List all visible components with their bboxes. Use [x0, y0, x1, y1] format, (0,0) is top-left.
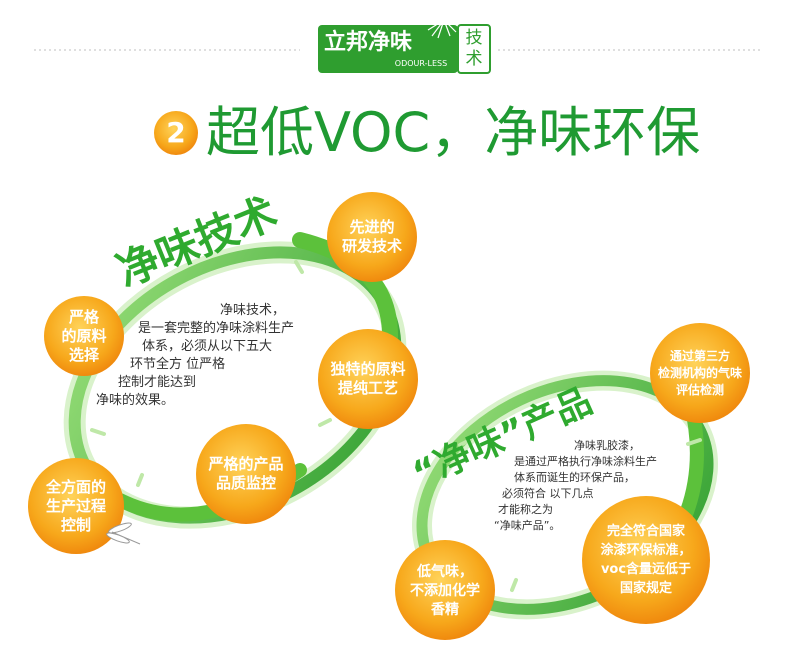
bubble-line: 控制 — [60, 515, 91, 534]
ring-ticks-2 — [458, 438, 702, 592]
para1-line: 净味的效果。 — [96, 393, 175, 408]
para1-line: 体系，必须从以下五大 — [142, 339, 273, 354]
bubble-line: 严格 — [68, 307, 99, 326]
section1-paragraph: 净味技术， 是一套完整的净味涂料生产 体系，必须从以下五大 环节全方 位严格 控… — [90, 302, 350, 412]
dandelion-icon — [427, 19, 457, 39]
bubble-quality — [196, 424, 296, 524]
brand-tag: 技术 — [465, 28, 483, 69]
bubble-third-party-label: 通过第三方 检测机构的气味 评估检测 — [652, 342, 748, 404]
bubble-line: 提纯工艺 — [337, 379, 398, 397]
bubble-rnd-label: 先进的 研发技术 — [330, 205, 414, 269]
bubble-line: 涂漆环保标准， — [600, 543, 692, 558]
para2-line: 是通过严格执行净味涂料生产 — [514, 455, 657, 468]
bubble-line: 严格的产品 — [208, 455, 284, 473]
bubble-line: 研发技术 — [341, 237, 402, 255]
headline-text: 超低VOC，净味环保 — [206, 101, 701, 164]
bubble-third-party — [650, 323, 750, 423]
logo-tag-plate — [457, 24, 491, 74]
bubble-production — [28, 458, 124, 554]
bubble-line: 低气味， — [417, 563, 473, 580]
para1-line: 控制才能达到 — [118, 375, 197, 390]
bubble-line: 评估检测 — [675, 382, 724, 397]
para2-line: 净味乳胶漆， — [574, 439, 640, 452]
number-badge — [154, 111, 198, 155]
bubble-rnd — [327, 192, 417, 282]
bubble-line: 先进的 — [349, 218, 395, 236]
bubble-line: 的原料 — [61, 326, 107, 345]
dragonfly-icon — [106, 522, 141, 545]
logo-plate — [318, 25, 458, 73]
bubble-line: 全方面的 — [45, 477, 106, 496]
bubble-purification — [318, 329, 418, 429]
para2-line: “净味产品”。 — [494, 519, 561, 532]
para2-line: 体系而诞生的环保产品， — [514, 471, 635, 484]
bubble-line: 不添加化学 — [410, 582, 480, 599]
bubble-low-odor-label: 低气味， 不添加化学 香精 — [400, 560, 490, 622]
bubble-standard-label: 完全符合国家 涂漆环保标准， voc含量远低于 国家规定 — [586, 520, 706, 600]
bubble-line: 生产过程 — [45, 496, 106, 515]
bubble-line: 香精 — [431, 601, 459, 618]
para1-line: 净味技术， — [220, 303, 286, 318]
bubble-line: 通过第三方 — [669, 348, 730, 363]
bubble-production-label: 全方面的 生产过程 控制 — [32, 472, 120, 540]
bubble-quality-label: 严格的产品 品质监控 — [198, 447, 294, 501]
para2-line: 才能称之为 — [498, 503, 553, 516]
section2-paragraph: 净味乳胶漆， 是通过严格执行净味涂料生产 体系而诞生的环保产品， 必须符合 以下… — [478, 438, 688, 538]
bubble-line: voc含量远低于 — [600, 562, 692, 577]
bubble-line: 国家规定 — [619, 581, 672, 596]
bubble-low-odor — [395, 540, 495, 640]
para1-line: 环节全方 位严格 — [130, 357, 226, 372]
bubble-line: 独特的原料 — [330, 360, 406, 378]
bubble-raw-material — [44, 296, 124, 376]
bubble-raw-material-label: 严格 的原料 选择 — [48, 302, 120, 370]
para2-line: 必须符合 以下几点 — [502, 487, 594, 500]
bubble-standard — [582, 496, 710, 624]
bubble-line: 完全符合国家 — [606, 524, 685, 539]
headline-number: 2 — [166, 116, 186, 149]
bubble-line: 选择 — [68, 345, 99, 364]
brand-name: 立邦净味 — [324, 30, 413, 55]
brand-sub: ODOUR-LESS — [394, 59, 448, 68]
para1-line: 是一套完整的净味涂料生产 — [138, 321, 295, 336]
bubble-purification-label: 独特的原料 提纯工艺 — [320, 352, 416, 406]
bubble-line: 品质监控 — [215, 474, 276, 492]
bubble-line: 检测机构的气味 — [657, 365, 742, 380]
